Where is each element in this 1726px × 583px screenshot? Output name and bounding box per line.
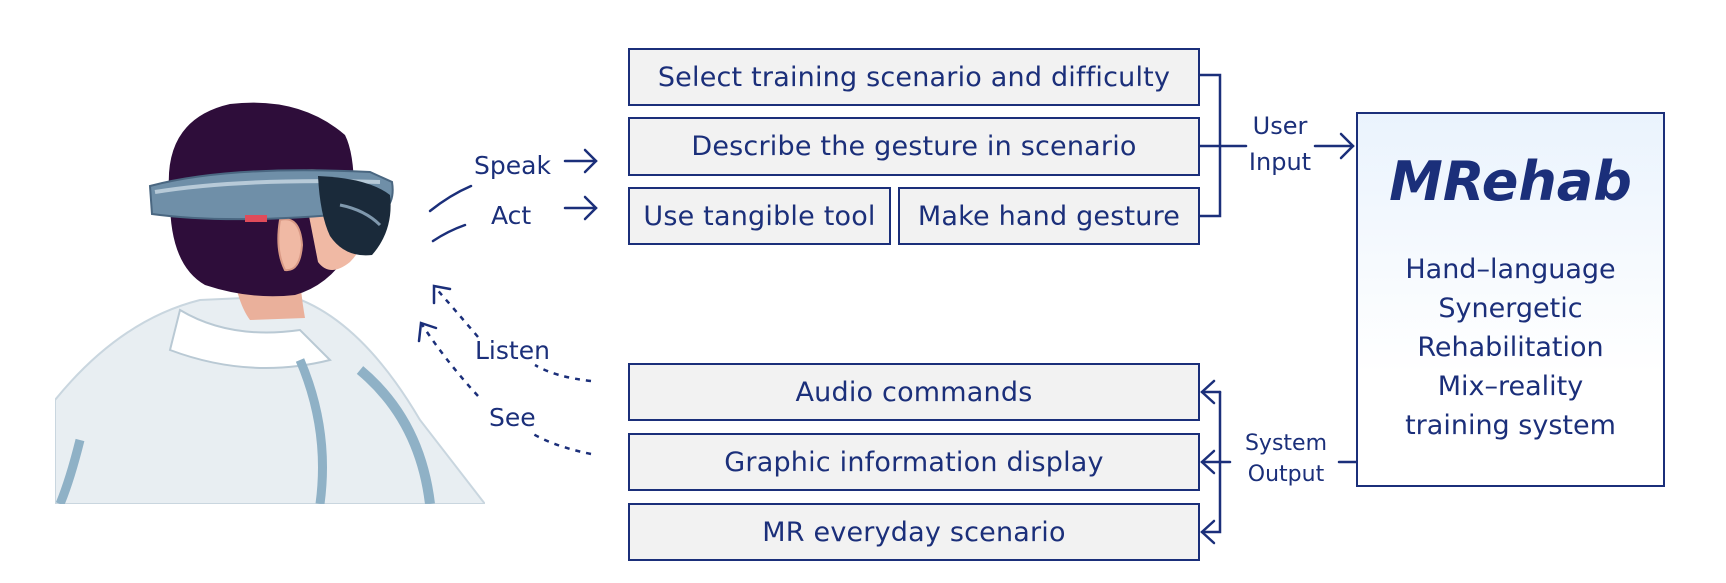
mrehab-system-panel: MRehab Hand–language Synergetic Rehabili… (1356, 112, 1665, 487)
system-description-line: Mix–reality (1437, 371, 1584, 402)
input-box-label: Select training scenario and difficulty (657, 61, 1171, 93)
output-box-label: Graphic information display (724, 446, 1104, 478)
system-title: MRehab (1389, 150, 1632, 213)
user-input-line: User (1252, 112, 1308, 140)
input-box-label: Use tangible tool (643, 200, 876, 232)
system-description-line: Hand–language (1405, 254, 1616, 285)
see-label: See (489, 403, 536, 432)
user-input-line: Input (1248, 148, 1312, 176)
output-box-mr-scenario: MR everyday scenario (628, 503, 1200, 561)
system-output-line: Output (1247, 462, 1325, 487)
system-output-line: System (1244, 431, 1328, 456)
system-description-line: Rehabilitation (1417, 332, 1604, 363)
input-box-tangible-tool: Use tangible tool (628, 187, 891, 245)
user-input-label: User Input (1240, 108, 1320, 180)
user-with-headset-illustration (55, 102, 485, 504)
input-box-hand-gesture: Make hand gesture (898, 187, 1200, 245)
output-box-label: MR everyday scenario (762, 516, 1066, 548)
input-box-label: Describe the gesture in scenario (691, 131, 1137, 162)
listen-label: Listen (475, 336, 550, 365)
act-label: Act (491, 201, 532, 230)
output-box-graphic-display: Graphic information display (628, 433, 1200, 491)
input-box-select-scenario: Select training scenario and difficulty (628, 48, 1200, 106)
output-box-label: Audio commands (795, 376, 1033, 408)
system-description-line: training system (1405, 410, 1616, 441)
input-box-describe-gesture: Describe the gesture in scenario (628, 117, 1200, 176)
input-box-label: Make hand gesture (917, 200, 1181, 232)
system-description: Hand–language Synergetic Rehabilitation … (1358, 250, 1663, 445)
output-box-audio-commands: Audio commands (628, 363, 1200, 421)
speak-label: Speak (474, 151, 551, 180)
system-description-line: Synergetic (1438, 293, 1583, 324)
system-output-label: System Output (1232, 428, 1340, 490)
